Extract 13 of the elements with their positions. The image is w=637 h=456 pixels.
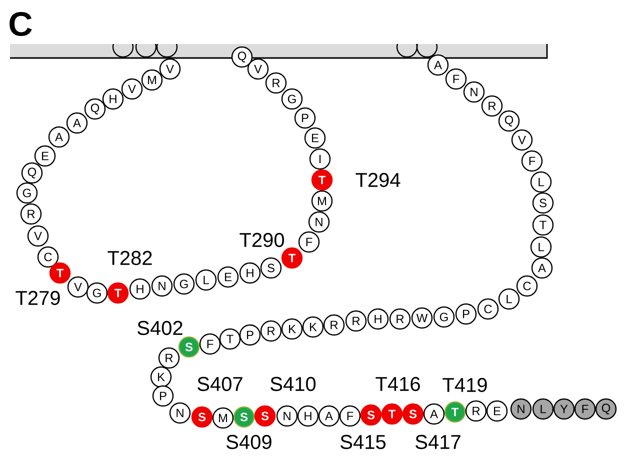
site-label: T419 — [442, 378, 487, 392]
site-label: S415 — [340, 434, 386, 450]
site-label: T416 — [376, 376, 420, 392]
site-label: S407 — [198, 376, 242, 392]
site-label: S409 — [226, 434, 272, 450]
site-label: T279 — [16, 290, 60, 306]
panel-letter: C — [10, 12, 32, 36]
site-label: T282 — [108, 250, 152, 266]
site-label: S417 — [416, 434, 460, 450]
site-label: T294 — [356, 172, 400, 188]
site-label: T290 — [240, 232, 284, 248]
site-label: S402 — [138, 320, 182, 336]
site-label: S410 — [270, 376, 316, 392]
